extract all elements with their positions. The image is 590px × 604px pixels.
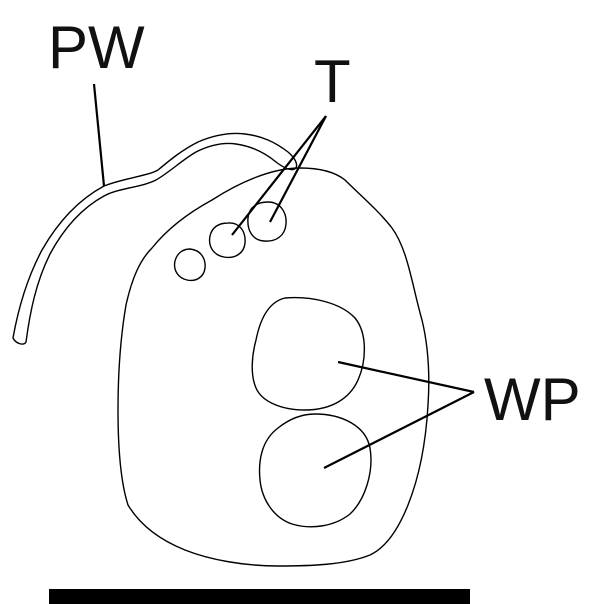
wp-leader-line-1 [338,362,474,392]
wp-label: WP [484,366,581,433]
testis-circle-1 [175,249,206,280]
pw-leader-line [94,84,104,186]
scale-bar [49,589,470,604]
wp-leader-line-2 [324,392,474,468]
wp-lobe-lower [260,414,371,527]
testis-circle-2 [210,223,246,258]
t-label: T [314,48,351,115]
body-outline [118,168,429,566]
pw-label: PW [48,14,145,81]
pw-wall [13,133,297,344]
wp-lobe-upper [252,298,364,410]
